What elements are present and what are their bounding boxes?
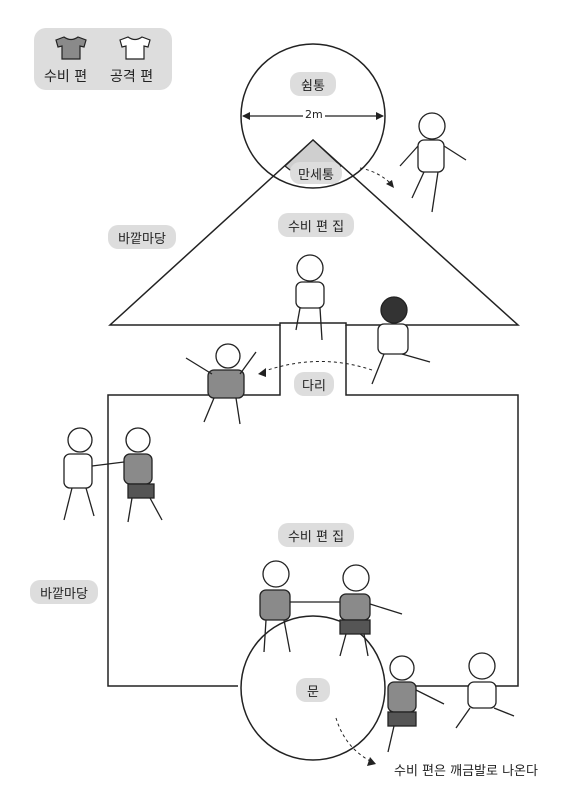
rest-circle [240, 43, 386, 189]
motion-arrow-top [359, 167, 393, 186]
defense-shirt-icon [55, 36, 87, 60]
motion-arrowhead-bridge [258, 368, 266, 377]
label-diameter: 2m [303, 108, 325, 121]
child-attacker-bottom-right [455, 652, 515, 729]
legend-defense-label: 수비 편 [44, 69, 88, 85]
attack-shirt-icon [119, 36, 151, 60]
label-rest-area: 쉼통 [290, 72, 336, 96]
child-attacker-top-right [399, 112, 467, 213]
label-gate: 문 [296, 678, 330, 702]
motion-arrow-bridge [261, 360, 373, 373]
legend-attack-label: 공격 편 [110, 69, 154, 85]
child-defender-bridge-left [185, 343, 257, 425]
diameter-arrow-left [242, 112, 250, 120]
motion-arrowhead-bottom [367, 757, 376, 766]
diameter-arrow-right [376, 112, 384, 120]
label-outside-left: 바깥마당 [30, 580, 98, 604]
label-defense-home-top: 수비 편 집 [278, 213, 354, 237]
label-defense-home-bottom: 수비 편 집 [278, 523, 354, 547]
motion-arrowhead-top [386, 180, 394, 188]
child-pair-left [63, 427, 163, 523]
child-pair-bottom [259, 560, 403, 657]
child-attacker-bridge-right [371, 296, 431, 385]
caption-hopping: 수비 편은 깨금발로 나온다 [394, 764, 538, 779]
label-bridge: 다리 [294, 372, 334, 396]
label-outside-top: 바깥마당 [108, 225, 176, 249]
child-hopping-defender [387, 655, 445, 753]
roof-triangle [108, 138, 520, 326]
child-defender-roof [295, 254, 325, 341]
legend: 수비 편 공격 편 [34, 28, 172, 90]
label-manse-area: 만세통 [290, 162, 342, 184]
